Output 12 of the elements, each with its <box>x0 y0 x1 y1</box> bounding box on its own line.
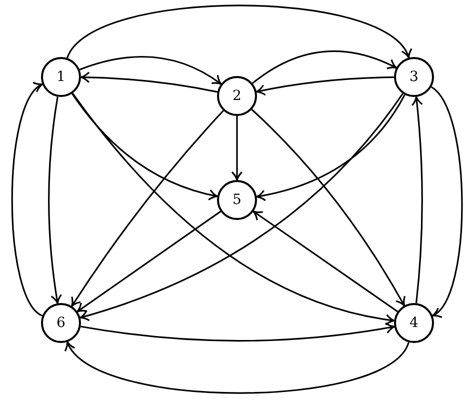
node-circle <box>217 76 257 116</box>
node-circle <box>217 180 257 220</box>
node-number: 4 <box>410 316 418 330</box>
node-number: 6 <box>56 316 66 330</box>
node-circle <box>394 57 434 97</box>
node-circle <box>41 303 81 343</box>
node-circle <box>41 57 81 97</box>
node-circle <box>394 303 434 343</box>
node-number: 2 <box>232 89 242 103</box>
node-number: 1 <box>56 70 66 84</box>
node-number: 3 <box>410 70 418 84</box>
node-number: 5 <box>232 193 242 207</box>
